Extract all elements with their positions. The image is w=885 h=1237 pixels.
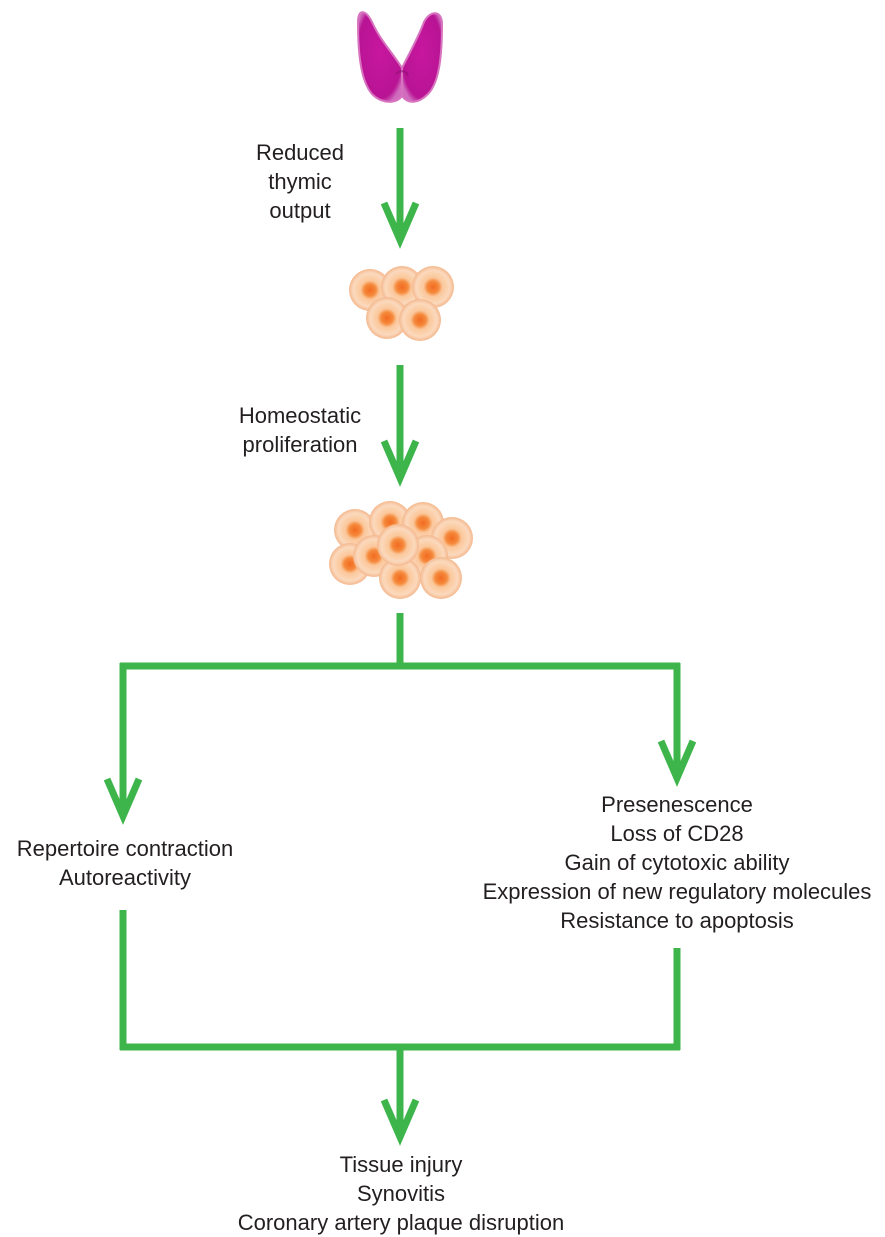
split-connector — [119, 613, 681, 808]
label-tissue-outcomes: Tissue injury Synovitis Coronary artery … — [237, 1152, 565, 1235]
t-cell-cluster-large — [329, 501, 473, 599]
arrowhead-right-branch — [657, 739, 697, 787]
thymus-icon — [356, 11, 444, 103]
merge-connector — [119, 910, 681, 1146]
arrow-thymus-to-cells — [380, 128, 420, 249]
label-repertoire-contraction: Repertoire contraction Autoreactivity — [16, 836, 234, 890]
arrowhead-left-branch — [103, 777, 143, 825]
label-reduced-thymic-output: Reduced thymic output — [255, 140, 345, 223]
label-homeostatic-proliferation: Homeostatic proliferation — [238, 403, 362, 457]
t-cell-cluster-small — [349, 266, 454, 341]
label-presenescence-effects: Presenescence Loss of CD28 Gain of cytot… — [482, 792, 872, 933]
arrow-cells-to-proliferated — [380, 365, 420, 487]
